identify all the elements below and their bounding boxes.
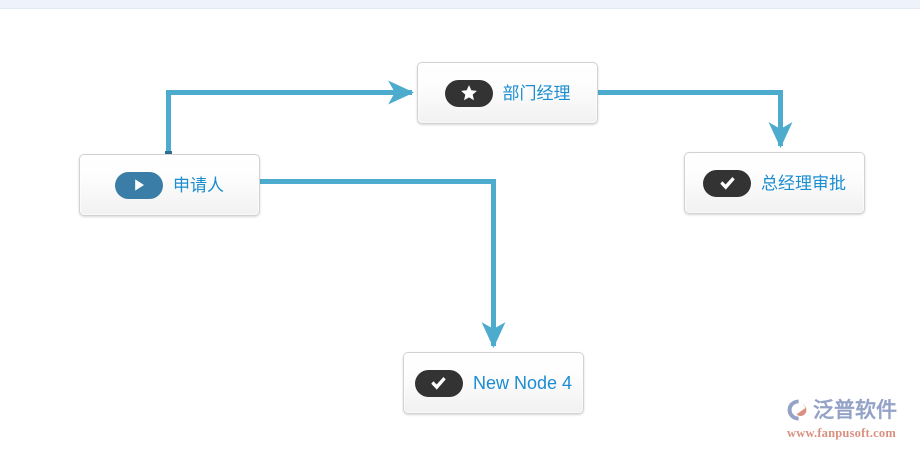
workflow-node-applicant[interactable]: 申请人 xyxy=(79,154,260,216)
play-icon xyxy=(115,171,163,199)
edge-applicant-to-new-node-4[interactable] xyxy=(260,179,506,349)
node-label: 部门经理 xyxy=(502,83,571,103)
node-label: New Node 4 xyxy=(472,373,573,393)
workflow-node-new-node-4[interactable]: New Node 4 xyxy=(403,352,584,414)
workflow-node-dept-manager[interactable]: 部门经理 xyxy=(417,62,598,124)
node-label: 申请人 xyxy=(173,175,224,195)
star-icon xyxy=(444,79,493,107)
node-label: 总经理审批 xyxy=(761,173,846,193)
edge-applicant-to-dept-manager[interactable] xyxy=(165,80,415,159)
fanpu-logo-icon xyxy=(787,399,807,421)
watermark: 泛普软件 www.fanpusoft.com xyxy=(786,398,912,448)
watermark-url: www.fanpusoft.com xyxy=(787,426,896,440)
workflow-node-gm-approval[interactable]: 总经理审批 xyxy=(684,152,865,214)
watermark-brand-row: 泛普软件 xyxy=(786,398,897,422)
check-icon xyxy=(703,169,751,197)
watermark-brand: 泛普软件 xyxy=(813,398,897,422)
edge-dept-manager-to-gm-approval[interactable] xyxy=(598,90,793,149)
top-strip xyxy=(0,0,920,9)
check-icon xyxy=(414,369,463,397)
